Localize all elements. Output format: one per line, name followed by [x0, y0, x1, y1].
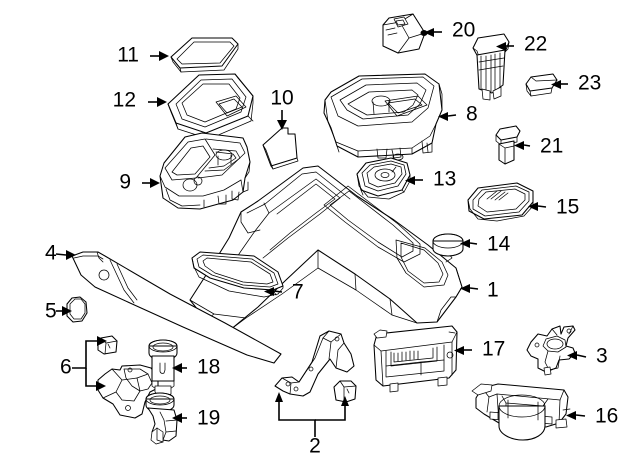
callout-label-17[interactable]: 17 — [482, 338, 505, 361]
callout-label-1[interactable]: 1 — [487, 279, 499, 302]
callout-label-12[interactable]: 12 — [113, 89, 136, 112]
callout-label-10[interactable]: 10 — [270, 87, 293, 110]
part-small-switch-button[interactable] — [495, 125, 521, 165]
part-ashtray-cup[interactable] — [356, 157, 411, 200]
part-power-window-switch[interactable] — [472, 33, 510, 101]
callout-label-9[interactable]: 9 — [119, 171, 131, 194]
part-console-pad-insert[interactable] — [262, 127, 299, 170]
part-console-trim-plate[interactable] — [167, 73, 254, 140]
callout-label-15[interactable]: 15 — [556, 196, 579, 219]
callout-label-2[interactable]: 2 — [309, 435, 321, 458]
callout-label-13[interactable]: 13 — [433, 168, 456, 191]
part-switch-bezel-housing[interactable] — [382, 13, 428, 54]
part-ashtray-lid-bezel[interactable] — [467, 182, 534, 222]
part-side-trim-bezel[interactable] — [191, 251, 284, 298]
callout-label-14[interactable]: 14 — [487, 233, 511, 256]
callout-label-22[interactable]: 22 — [524, 33, 547, 56]
callout-label-7[interactable]: 7 — [292, 281, 304, 304]
part-console-rear-vent-module[interactable] — [373, 325, 458, 393]
part-cigarette-lighter-socket[interactable] — [148, 339, 178, 397]
callout-label-11[interactable]: 11 — [117, 44, 139, 67]
part-trim-plug-cap[interactable] — [66, 296, 88, 323]
part-rear-cup-holder[interactable] — [471, 383, 571, 441]
part-upper-console-tray[interactable] — [323, 73, 443, 161]
callout-label-21[interactable]: 21 — [540, 135, 563, 158]
callout-label-23[interactable]: 23 — [578, 72, 601, 95]
callout-label-16[interactable]: 16 — [595, 405, 618, 428]
callout-leaders — [55, 28, 587, 437]
part-console-storage-housing[interactable] — [159, 132, 251, 210]
part-console-mounting-brackets[interactable] — [274, 330, 357, 403]
part-shifter-boot-retainer[interactable] — [526, 325, 576, 376]
callout-label-18[interactable]: 18 — [197, 356, 220, 379]
part-power-outlet-housing[interactable] — [145, 392, 178, 445]
callout-label-8[interactable]: 8 — [466, 103, 478, 126]
callout-label-19[interactable]: 19 — [197, 407, 220, 430]
part-switch-blank-cover[interactable] — [525, 73, 558, 97]
part-round-cap[interactable] — [432, 233, 464, 257]
callout-label-3[interactable]: 3 — [596, 345, 608, 368]
callout-label-20[interactable]: 20 — [452, 19, 475, 42]
callout-label-6[interactable]: 6 — [60, 356, 72, 379]
callout-label-4[interactable]: 4 — [45, 242, 57, 265]
part-console-side-trim-panel[interactable] — [71, 251, 282, 364]
part-console-lid-pad[interactable] — [170, 37, 239, 73]
callout-label-5[interactable]: 5 — [45, 300, 57, 323]
